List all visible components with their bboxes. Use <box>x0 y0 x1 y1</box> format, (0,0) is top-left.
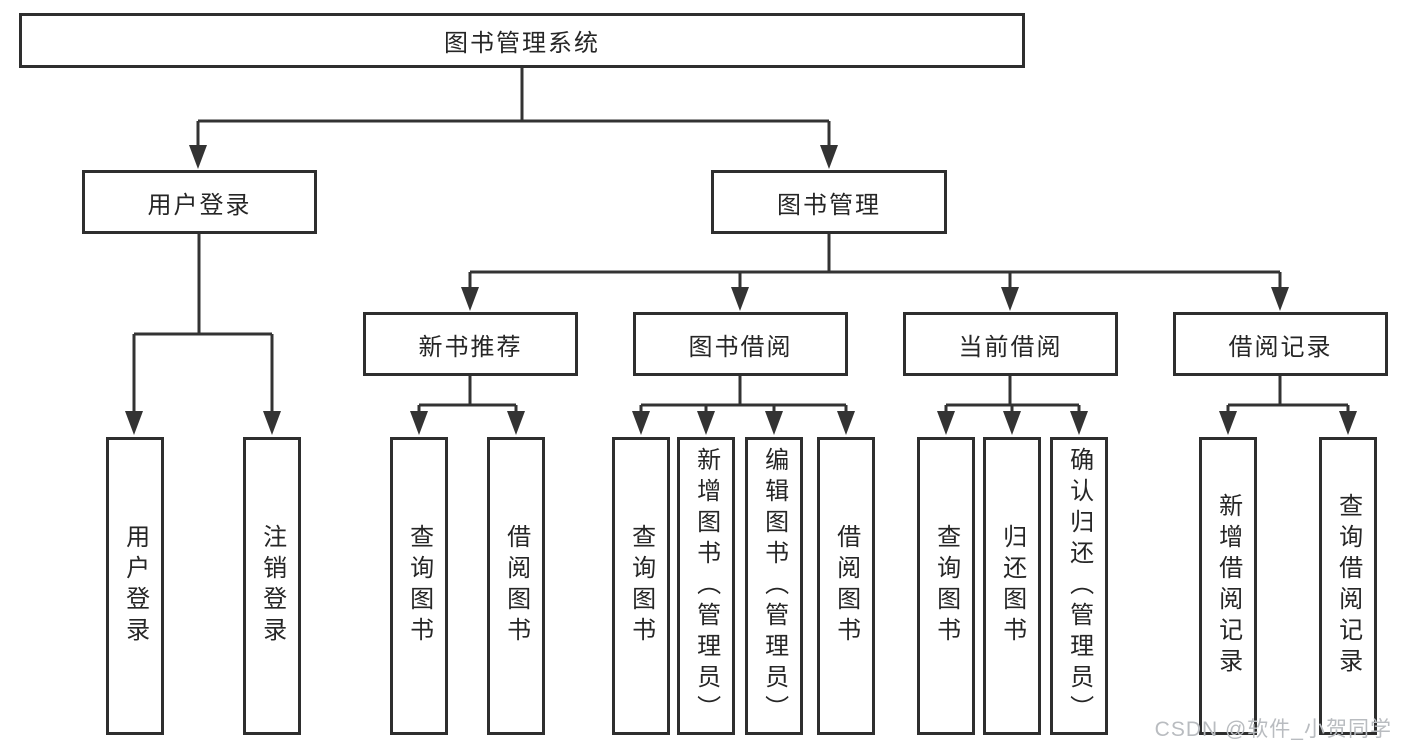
leaf-record-query-label: 查询借阅记录 <box>1334 493 1362 679</box>
arrowhead <box>189 145 207 169</box>
leaf-newbook-query: 查询图书 <box>390 437 448 735</box>
leaf-current-query-label: 查询图书 <box>932 524 960 648</box>
arrowhead <box>1219 411 1237 435</box>
leaf-user-login-label: 用户登录 <box>121 524 149 648</box>
arrowhead <box>697 411 715 435</box>
leaf-newbook-borrow-label: 借阅图书 <box>502 524 530 648</box>
node-root: 图书管理系统 <box>19 13 1025 68</box>
node-current-borrow-label: 当前借阅 <box>958 333 1063 361</box>
arrowhead <box>731 287 749 311</box>
node-book-borrow: 图书借阅 <box>633 312 848 376</box>
leaf-newbook-query-label: 查询图书 <box>405 524 433 648</box>
leaf-record-add-label: 新增借阅记录 <box>1214 493 1242 679</box>
arrowhead <box>820 145 838 169</box>
leaf-current-confirm-admin: 确认归还（管理员） <box>1050 437 1108 735</box>
leaf-borrow-edit-admin: 编辑图书（管理员） <box>745 437 803 735</box>
connector-strokes <box>132 68 1350 412</box>
node-user-login-label: 用户登录 <box>147 191 252 219</box>
arrowhead <box>461 287 479 311</box>
leaf-borrow-book: 借阅图书 <box>817 437 875 735</box>
node-current-borrow: 当前借阅 <box>903 312 1118 376</box>
leaf-current-return-label: 归还图书 <box>998 524 1026 648</box>
leaf-borrow-add-admin-label: 新增图书（管理员） <box>692 446 720 726</box>
node-book-borrow-label: 图书借阅 <box>688 333 793 361</box>
leaf-borrow-edit-admin-label: 编辑图书（管理员） <box>760 446 788 726</box>
connector-borrow-record-to-leaves <box>1226 376 1350 412</box>
node-book-management: 图书管理 <box>711 170 947 234</box>
leaf-logout: 注销登录 <box>243 437 301 735</box>
arrowhead <box>125 411 143 435</box>
connector-current-borrow-to-leaves <box>944 376 1081 412</box>
arrowheads <box>125 145 1357 435</box>
node-new-book-recommend: 新书推荐 <box>363 312 578 376</box>
leaf-current-confirm-admin-label: 确认归还（管理员） <box>1065 446 1093 726</box>
arrowhead <box>263 411 281 435</box>
connector-root-to-level2 <box>196 68 831 146</box>
leaf-user-login: 用户登录 <box>106 437 164 735</box>
leaf-borrow-add-admin: 新增图书（管理员） <box>677 437 735 735</box>
arrowhead <box>1070 411 1088 435</box>
node-borrow-record-label: 借阅记录 <box>1228 333 1333 361</box>
connector-new-book-to-leaves <box>417 376 518 412</box>
leaf-borrow-book-label: 借阅图书 <box>832 524 860 648</box>
leaf-record-query: 查询借阅记录 <box>1319 437 1377 735</box>
arrowhead <box>765 411 783 435</box>
csdn-watermark: CSDN @软件_小贺同学 <box>1154 718 1392 741</box>
node-new-book-recommend-label: 新书推荐 <box>418 333 523 361</box>
arrowhead <box>507 411 525 435</box>
leaf-newbook-borrow: 借阅图书 <box>487 437 545 735</box>
arrowhead <box>632 411 650 435</box>
leaf-logout-label: 注销登录 <box>258 524 286 648</box>
arrowhead <box>937 411 955 435</box>
node-root-label: 图书管理系统 <box>444 30 600 57</box>
connector-book-borrow-to-leaves <box>639 376 848 412</box>
leaf-current-return: 归还图书 <box>983 437 1041 735</box>
arrowhead <box>1271 287 1289 311</box>
leaf-record-add: 新增借阅记录 <box>1199 437 1257 735</box>
node-book-management-label: 图书管理 <box>777 191 881 219</box>
arrowhead <box>1001 287 1019 311</box>
node-user-login: 用户登录 <box>82 170 317 234</box>
arrowhead <box>837 411 855 435</box>
arrowhead <box>1003 411 1021 435</box>
arrowhead <box>1339 411 1357 435</box>
leaf-current-query: 查询图书 <box>917 437 975 735</box>
node-borrow-record: 借阅记录 <box>1173 312 1388 376</box>
arrowhead <box>410 411 428 435</box>
leaf-borrow-query-label: 查询图书 <box>627 524 655 648</box>
leaf-borrow-query: 查询图书 <box>612 437 670 735</box>
connector-user-login-to-leaves <box>132 234 274 412</box>
connector-book-management-to-level3 <box>468 234 1282 288</box>
